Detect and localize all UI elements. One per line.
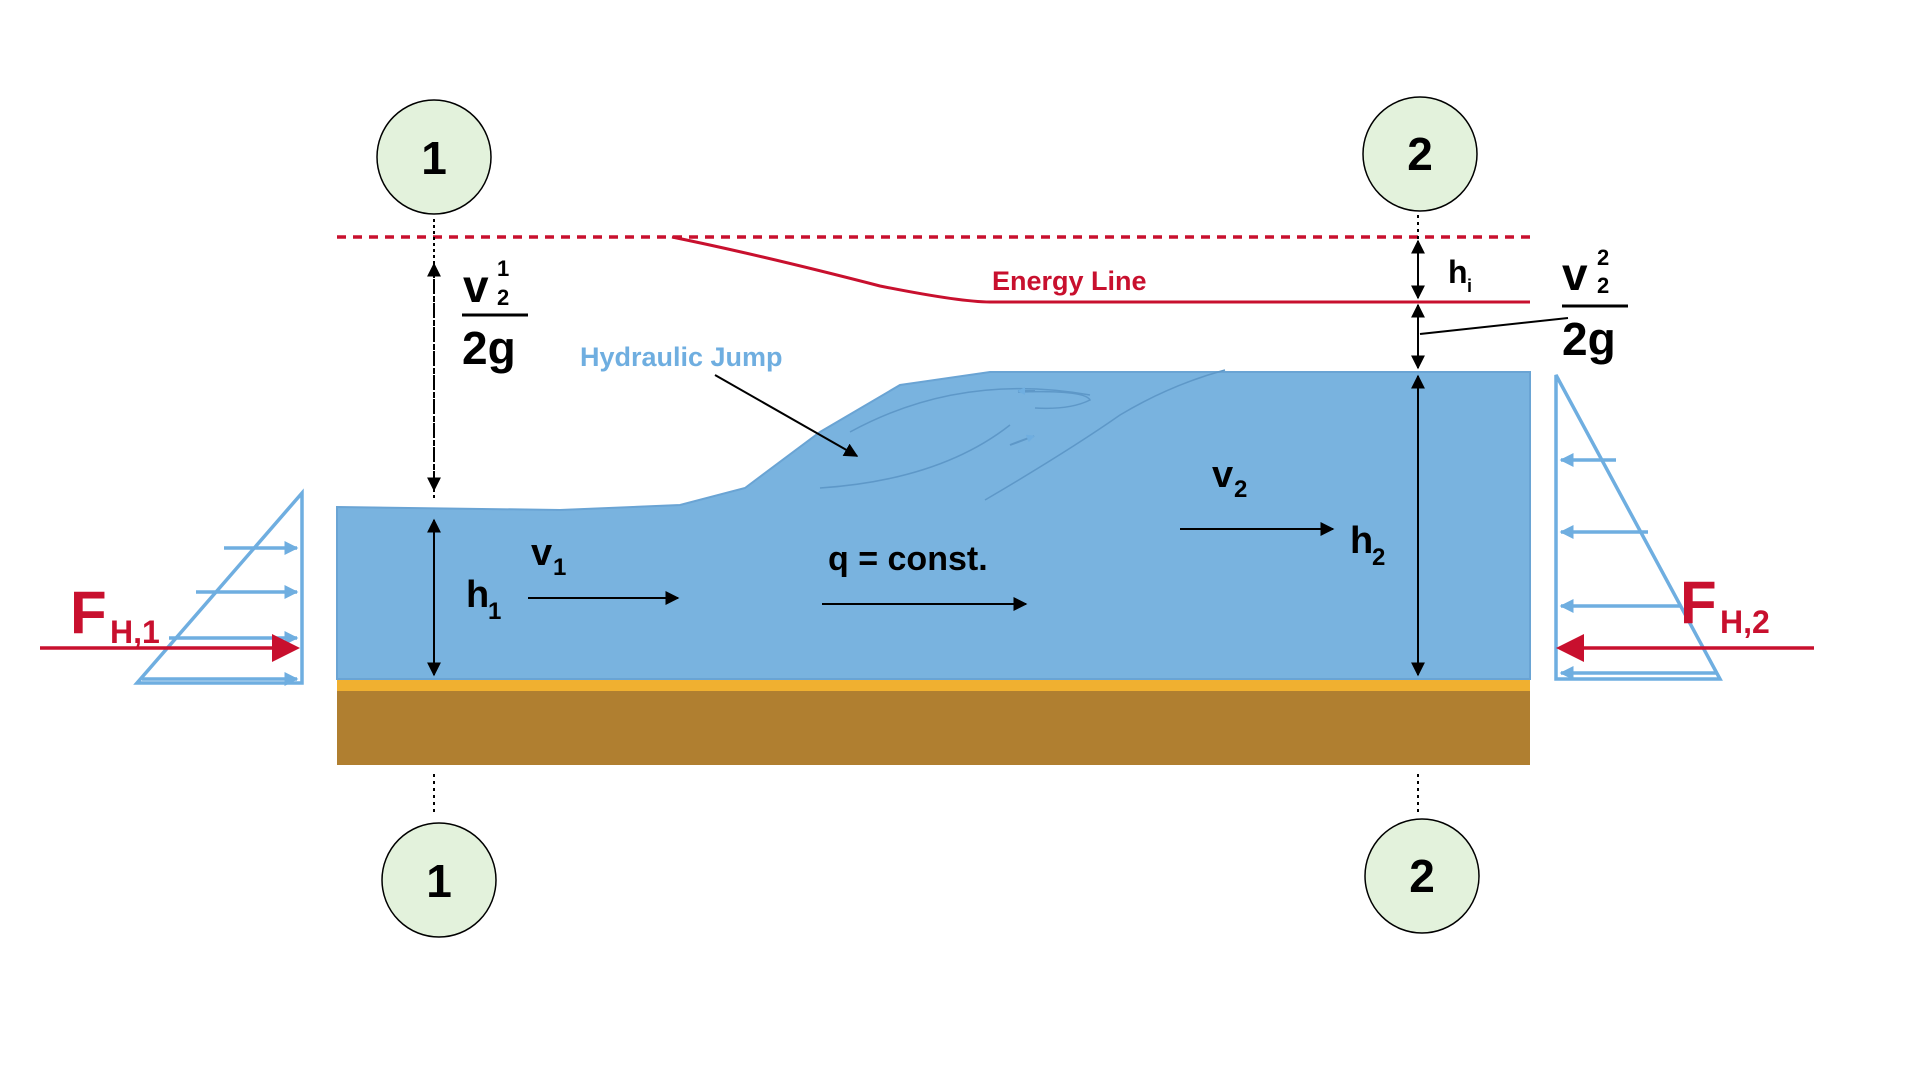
svg-text:v: v bbox=[1562, 248, 1588, 300]
energy-line bbox=[671, 235, 1530, 304]
svg-text:h: h bbox=[1350, 520, 1373, 562]
svg-text:2: 2 bbox=[497, 285, 509, 310]
svg-text:1: 1 bbox=[488, 598, 501, 625]
velocity-head-2-label: v 2 2 2g bbox=[1562, 245, 1628, 365]
svg-text:2g: 2g bbox=[462, 322, 516, 374]
svg-text:h: h bbox=[1448, 254, 1468, 290]
svg-text:v: v bbox=[531, 532, 552, 574]
svg-text:i: i bbox=[1467, 276, 1472, 296]
svg-text:2: 2 bbox=[1597, 273, 1609, 298]
section-label: 2 bbox=[1409, 850, 1435, 902]
svg-text:v: v bbox=[1212, 454, 1233, 496]
pressure-distribution-right bbox=[1554, 374, 1723, 681]
section-marker-1-bottom: 1 bbox=[381, 822, 497, 938]
svg-text:1: 1 bbox=[497, 256, 509, 281]
velocity-2-label: v 2 bbox=[1212, 454, 1247, 503]
velocity-head-2-leader bbox=[1419, 317, 1569, 335]
channel-bed bbox=[337, 690, 1530, 765]
section-marker-2-top: 2 bbox=[1362, 96, 1478, 212]
velocity-head-1-label: v 1 2 2g bbox=[462, 256, 528, 374]
force-arrow-left bbox=[40, 634, 300, 662]
svg-text:2g: 2g bbox=[1562, 313, 1616, 365]
force-1-label: F H,1 bbox=[70, 579, 160, 650]
section-marker-2-bottom: 2 bbox=[1364, 818, 1480, 934]
hydraulic-jump-label: Hydraulic Jump bbox=[580, 342, 783, 372]
energy-line-label: Energy Line bbox=[992, 266, 1147, 296]
roller-arrow-lower bbox=[1009, 434, 1035, 446]
svg-text:2: 2 bbox=[1372, 544, 1385, 571]
velocity-1-label: v 1 bbox=[531, 532, 566, 581]
svg-text:h: h bbox=[466, 574, 489, 616]
svg-text:H,1: H,1 bbox=[110, 614, 160, 650]
roller-line-1 bbox=[819, 424, 1011, 489]
svg-text:H,2: H,2 bbox=[1720, 604, 1770, 640]
section-label: 2 bbox=[1407, 128, 1433, 180]
roller-line-2 bbox=[984, 369, 1226, 501]
hydraulic-jump-pointer bbox=[714, 374, 859, 457]
pressure-distribution-left bbox=[133, 488, 304, 686]
roller-loop bbox=[1017, 390, 1092, 410]
svg-text:2: 2 bbox=[1597, 245, 1609, 270]
svg-text:v: v bbox=[463, 260, 489, 312]
svg-text:F: F bbox=[70, 579, 107, 646]
svg-text:F: F bbox=[1680, 569, 1717, 636]
section-label: 1 bbox=[426, 855, 452, 907]
head-loss-label: h i bbox=[1448, 254, 1472, 296]
force-2-label: F H,2 bbox=[1680, 569, 1770, 640]
water-body bbox=[336, 371, 1531, 680]
force-arrow-right bbox=[1556, 634, 1814, 662]
section-marker-1-top: 1 bbox=[376, 99, 492, 215]
svg-text:1: 1 bbox=[553, 554, 566, 581]
depth-1-label: h 1 bbox=[466, 574, 501, 625]
flow-label: q = const. bbox=[828, 540, 988, 578]
bed-surface bbox=[337, 679, 1530, 691]
section-label: 1 bbox=[421, 132, 447, 184]
svg-text:2: 2 bbox=[1234, 476, 1247, 503]
depth-2-label: h 2 bbox=[1350, 520, 1385, 571]
roller-line-3 bbox=[849, 387, 1091, 433]
